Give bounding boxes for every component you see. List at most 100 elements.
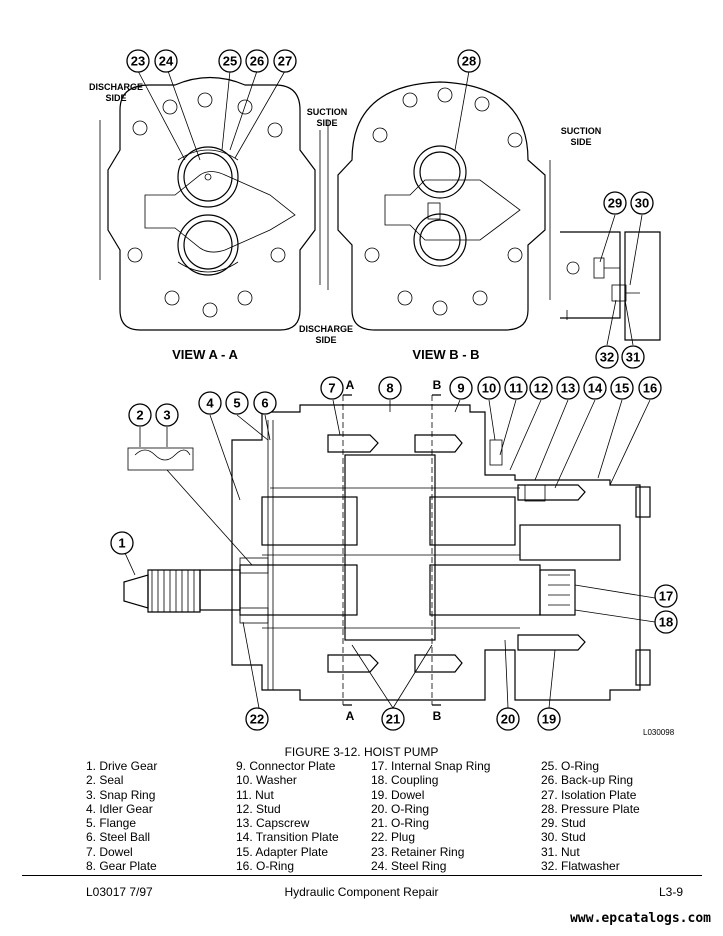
parts-legend: 1. Drive Gear 2. Seal 3. Snap Ring 4. Id… xyxy=(86,759,706,873)
legend-column-3: 17. Internal Snap Ring 18. Coupling 19. … xyxy=(371,759,541,873)
legend-item: 16. O-Ring xyxy=(236,859,295,874)
callout-15: 15 xyxy=(610,376,634,400)
svg-text:8: 8 xyxy=(386,381,393,396)
callout-2: 2 xyxy=(128,403,152,427)
legend-item: 29. Stud xyxy=(541,816,586,831)
legend-item: 26. Back-up Ring xyxy=(541,773,634,788)
svg-text:29: 29 xyxy=(608,196,622,211)
legend-item: 10. Washer xyxy=(236,773,297,788)
svg-text:L030098: L030098 xyxy=(643,728,675,737)
svg-text:17: 17 xyxy=(659,589,673,604)
figure-caption: FIGURE 3-12. HOIST PUMP xyxy=(284,745,439,759)
svg-text:6: 6 xyxy=(261,396,268,411)
svg-text:27: 27 xyxy=(278,54,292,69)
svg-text:B: B xyxy=(433,709,442,723)
callout-27: 27 xyxy=(273,49,297,73)
legend-item: 22. Plug xyxy=(371,830,416,845)
footer-divider xyxy=(22,875,702,876)
svg-text:18: 18 xyxy=(659,615,673,630)
svg-text:SIDE: SIDE xyxy=(316,118,337,128)
svg-text:7: 7 xyxy=(328,381,335,396)
svg-text:SIDE: SIDE xyxy=(105,93,126,103)
legend-item: 31. Nut xyxy=(541,844,580,859)
legend-item: 21. O-Ring xyxy=(371,816,430,831)
svg-text:DISCHARGE: DISCHARGE xyxy=(89,82,143,92)
legend-item: 14. Transition Plate xyxy=(236,830,339,845)
legend-item: 18. Coupling xyxy=(371,773,439,788)
svg-text:32: 32 xyxy=(600,350,614,365)
legend-item: 15. Adapter Plate xyxy=(236,844,329,859)
watermark[interactable]: www.epcatalogs.com xyxy=(570,911,711,926)
callout-11: 11 xyxy=(504,376,528,400)
legend-item: 28. Pressure Plate xyxy=(541,801,640,816)
legend-item: 7. Dowel xyxy=(86,844,133,859)
legend-item: 13. Capscrew xyxy=(236,816,310,831)
svg-text:4: 4 xyxy=(206,396,214,411)
legend-item: 11. Nut xyxy=(236,787,274,802)
svg-text:19: 19 xyxy=(542,712,556,727)
legend-item: 23. Retainer Ring xyxy=(371,844,465,859)
legend-column-1: 1. Drive Gear 2. Seal 3. Snap Ring 4. Id… xyxy=(86,759,236,873)
svg-text:SIDE: SIDE xyxy=(570,137,591,147)
legend-item: 19. Dowel xyxy=(371,787,425,802)
callout-22: 22 xyxy=(245,707,269,731)
svg-text:VIEW B - B: VIEW B - B xyxy=(412,347,479,362)
svg-text:DISCHARGE: DISCHARGE xyxy=(299,324,353,334)
legend-item: 25. O-Ring xyxy=(541,759,600,773)
callout-21: 21 xyxy=(381,707,405,731)
callout-18: 18 xyxy=(654,610,678,634)
svg-text:2: 2 xyxy=(136,408,143,423)
svg-text:31: 31 xyxy=(626,350,640,365)
cross-section xyxy=(123,394,651,706)
svg-text:SUCTION: SUCTION xyxy=(307,107,348,117)
svg-text:3: 3 xyxy=(163,408,170,423)
svg-text:26: 26 xyxy=(250,54,264,69)
svg-text:1: 1 xyxy=(118,536,125,551)
callout-20: 20 xyxy=(496,707,520,731)
callout-32: 32 xyxy=(595,345,619,369)
leader-lines xyxy=(124,70,656,709)
legend-item: 32. Flatwasher xyxy=(541,859,620,874)
callout-24: 24 xyxy=(154,49,178,73)
svg-text:16: 16 xyxy=(643,381,657,396)
svg-text:25: 25 xyxy=(223,54,237,69)
callout-29: 29 xyxy=(603,191,627,215)
section-title: Hydraulic Component Repair xyxy=(284,885,439,899)
svg-text:A: A xyxy=(346,709,355,723)
svg-text:20: 20 xyxy=(501,712,515,727)
callout-13: 13 xyxy=(556,376,580,400)
callout-7: 7 xyxy=(320,376,344,400)
svg-text:10: 10 xyxy=(482,381,496,396)
callout-8: 8 xyxy=(378,376,402,400)
legend-item: 5. Flange xyxy=(86,816,137,831)
legend-item: 8. Gear Plate xyxy=(86,859,157,874)
legend-column-2: 9. Connector Plate 10. Washer 11. Nut 12… xyxy=(236,759,371,873)
svg-text:VIEW A - A: VIEW A - A xyxy=(172,347,238,362)
svg-text:14: 14 xyxy=(588,381,603,396)
svg-text:A: A xyxy=(346,378,355,392)
callout-14: 14 xyxy=(583,376,607,400)
callout-28: 28 xyxy=(457,49,481,73)
callout-31: 31 xyxy=(621,345,645,369)
svg-text:B: B xyxy=(433,378,442,392)
view-a-body xyxy=(99,76,321,331)
legend-column-4: 25. O-Ring 26. Back-up Ring 27. Isolatio… xyxy=(541,759,701,873)
svg-text:15: 15 xyxy=(615,381,629,396)
callout-4: 4 xyxy=(198,391,222,415)
page-number: L3-9 xyxy=(658,885,683,899)
svg-text:28: 28 xyxy=(462,54,476,69)
svg-text:11: 11 xyxy=(509,381,523,396)
callout-25: 25 xyxy=(218,49,242,73)
callout-10: 10 xyxy=(477,376,501,400)
callout-23: 23 xyxy=(126,49,150,73)
pump-drawing: DISCHARGE SIDE SUCTION SIDE SUCTION SIDE… xyxy=(89,49,678,737)
svg-text:SUCTION: SUCTION xyxy=(561,126,602,136)
callout-3: 3 xyxy=(155,403,179,427)
legend-item: 1. Drive Gear xyxy=(86,759,158,773)
drawing-labels: DISCHARGE SIDE SUCTION SIDE SUCTION SIDE… xyxy=(89,82,675,737)
legend-item: 4. Idler Gear xyxy=(86,801,153,816)
document-code: L03017 7/97 xyxy=(86,885,153,899)
svg-text:5: 5 xyxy=(233,396,240,411)
legend-item: 2. Seal xyxy=(86,773,124,788)
svg-text:9: 9 xyxy=(457,381,464,396)
